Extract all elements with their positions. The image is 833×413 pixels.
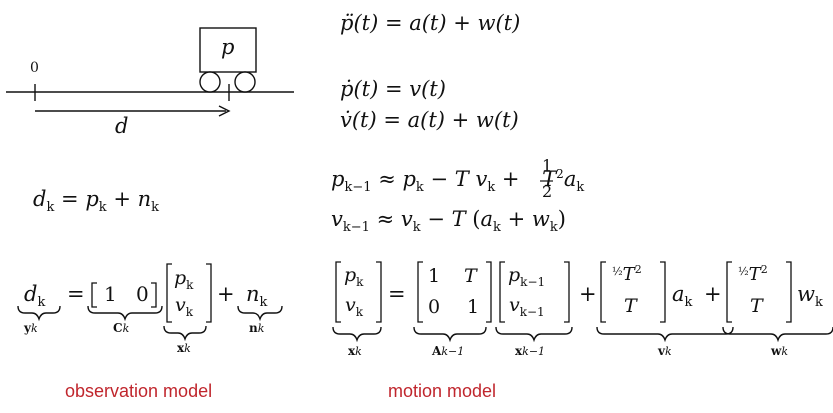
caption-observation-model: observation model: [65, 381, 213, 401]
bracket-v-right: [660, 261, 666, 323]
equation-position-discrete: pk−1 ≈ pk − T vk + T2ak: [331, 167, 585, 195]
cart-body: [199, 27, 257, 73]
bracket-c-right: [151, 282, 157, 308]
motion-plus-2: +: [704, 282, 722, 306]
bracket-w-left: [726, 261, 732, 323]
bracket-xk1-right: [564, 261, 570, 323]
bracket-xk-left: [335, 261, 341, 323]
motion-a-12: T: [464, 265, 477, 287]
motion-w-bottom: T: [750, 295, 763, 317]
cart-label-zero: 0: [30, 60, 39, 76]
equation-measurement: dk = pk + nk: [33, 187, 160, 215]
bracket-xk1-left: [499, 261, 505, 323]
obs-dk: dk: [24, 282, 46, 310]
motion-xk-p: pk: [344, 264, 364, 289]
brace-v: [596, 326, 734, 343]
brace-n: [237, 305, 283, 322]
motion-a-21: 0: [428, 296, 441, 318]
bracket-c-left: [91, 282, 97, 308]
motion-xk1-v: vk−1: [509, 294, 545, 319]
motion-v-top: ½T2: [612, 263, 642, 285]
distance-arrowhead: [218, 105, 231, 117]
brace-a: [413, 326, 487, 343]
caption-motion-model: motion model: [388, 381, 497, 401]
obs-vector-p: pk: [174, 267, 194, 292]
motion-a-22: 1: [467, 296, 480, 318]
fraction-half-numerator: 1: [542, 156, 553, 175]
motion-xk-v: vk: [345, 294, 364, 319]
cart-label-d: d: [115, 114, 129, 138]
vk1-lhs: v: [331, 207, 343, 231]
brace-w: [722, 326, 833, 343]
bracket-a-right: [486, 261, 492, 323]
pk1-lhs: p: [331, 167, 345, 191]
obs-equals: =: [67, 282, 85, 306]
motion-brace-label-a: Ak−1: [432, 344, 465, 358]
brace-c: [87, 305, 163, 322]
obs-matrix-entry-2: 0: [136, 282, 149, 306]
brace-x-motion: [332, 326, 382, 343]
obs-brace-label-c: Ck: [113, 321, 130, 335]
obs-nk: nk: [246, 282, 268, 310]
brace-y: [17, 305, 61, 322]
motion-equals: =: [388, 282, 406, 306]
obs-brace-label-n: nk: [249, 321, 265, 335]
motion-brace-label-v: vk: [658, 344, 672, 358]
bracket-x-obs-left: [166, 263, 172, 323]
obs-plus: +: [217, 282, 235, 306]
equation-acceleration: p̈(t) = a(t) + w(t): [340, 11, 521, 35]
brace-xk1: [495, 326, 573, 343]
motion-xk1-p: pk−1: [508, 264, 546, 289]
obs-vector-v: vk: [175, 294, 194, 319]
cart-wheel-left: [199, 71, 221, 93]
brace-x-obs: [163, 325, 207, 342]
bracket-xk-right: [376, 261, 382, 323]
equation-velocity-discrete: vk−1 ≈ vk − T (ak + wk): [331, 207, 566, 235]
motion-wk: wk: [797, 282, 823, 310]
motion-brace-label-w: wk: [771, 344, 789, 358]
dk-lhs: d: [33, 187, 47, 211]
motion-brace-label-xk1: xk−1: [515, 344, 546, 358]
bracket-w-right: [786, 261, 792, 323]
equation-velocity-derivative: v̇(t) = a(t) + w(t): [340, 108, 519, 132]
cart-label-p: p: [221, 35, 235, 59]
equation-position-derivative: ṗ(t) = v(t): [340, 77, 446, 101]
fraction-half-denominator: 2: [542, 182, 553, 201]
motion-a-11: 1: [428, 265, 441, 287]
obs-matrix-entry-1: 1: [104, 282, 117, 306]
motion-plus-1: +: [579, 282, 597, 306]
bracket-v-left: [600, 261, 606, 323]
obs-brace-label-x: xk: [177, 341, 191, 355]
motion-v-bottom: T: [624, 295, 637, 317]
cart-wheel-right: [234, 71, 256, 93]
motion-brace-label-x: xk: [348, 344, 362, 358]
motion-ak: ak: [672, 282, 693, 310]
obs-brace-label-y: yk: [24, 321, 38, 335]
bracket-x-obs-right: [206, 263, 212, 323]
bracket-a-left: [417, 261, 423, 323]
motion-w-top: ½T2: [738, 263, 768, 285]
